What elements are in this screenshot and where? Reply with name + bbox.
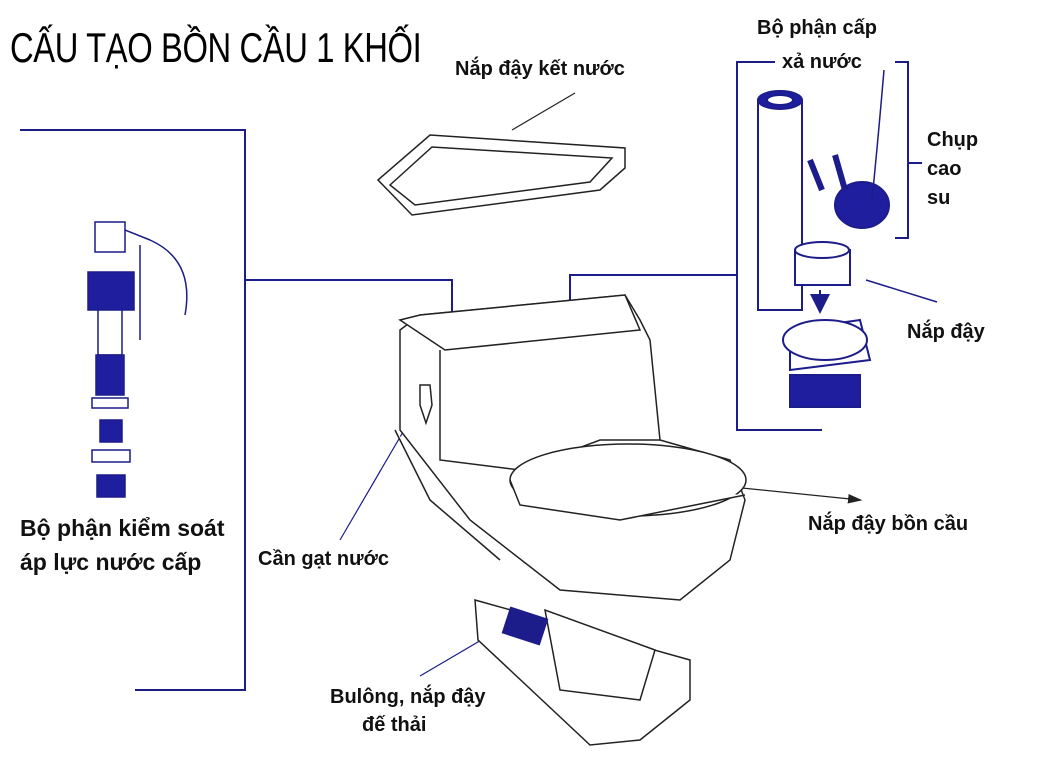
lever-handle-drawing	[419, 384, 433, 426]
tank-lid-drawing	[376, 134, 626, 216]
tank-lid-label: Nắp đậy kết nước	[455, 58, 625, 80]
fill-valve-bracket	[20, 129, 462, 691]
tank-lid-leader	[511, 92, 576, 131]
cap-label: Nắp đậy	[907, 321, 985, 343]
lever-leader	[339, 419, 411, 541]
bolt-label-line1: Bulông, nắp đậy	[330, 686, 486, 708]
toilet-drawing	[394, 294, 747, 746]
seat-lid-label: Nắp đậy bồn cầu	[808, 513, 969, 535]
flush-unit-label-line1: Bộ phận cấp	[757, 17, 878, 39]
flapper-label-line2: cao	[927, 158, 962, 180]
flapper-label-line3: su	[927, 187, 951, 209]
bolt-label-line2: đế thải	[362, 714, 427, 736]
lever-label: Cần gạt nước	[258, 548, 389, 570]
fill-valve-label-line2: áp lực nước cấp	[20, 549, 202, 575]
flapper-label-line1: Chụp	[927, 129, 979, 151]
fill-valve-drawing	[87, 221, 188, 498]
flush-valve-drawing	[757, 69, 890, 408]
diagram-title: CẤU TẠO BỒN CẦU 1 KHỐI	[10, 24, 422, 71]
flush-unit-label-line2: xả nước	[782, 51, 862, 73]
seat-lid-leader	[741, 487, 863, 504]
fill-valve-label-line1: Bộ phận kiểm soát	[20, 515, 225, 541]
